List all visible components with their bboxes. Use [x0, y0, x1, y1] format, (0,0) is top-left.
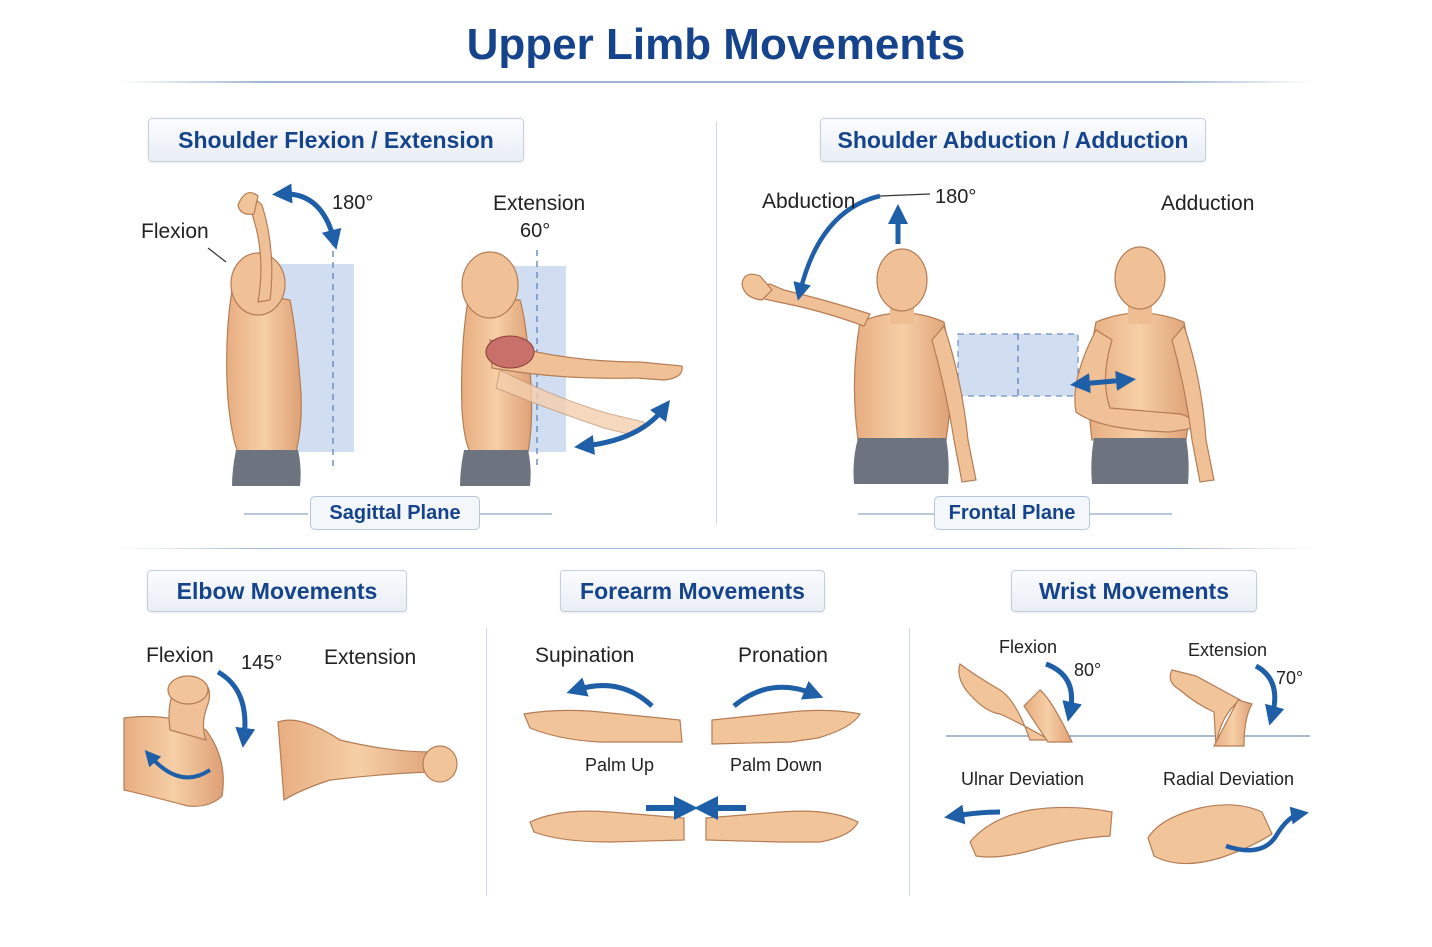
wrist-flexion-degree: 80° [1074, 660, 1102, 680]
wrist-extension-degree: 70° [1276, 668, 1304, 688]
wrist-flexion-arrow [1045, 661, 1082, 722]
pronation-label: Pronation [738, 644, 828, 667]
wrist-extension-hand [1169, 669, 1253, 747]
extension-arrow [574, 400, 671, 455]
supination-arrow [566, 677, 654, 708]
wrist-heading: Wrist Movements [1011, 570, 1257, 612]
forearm-heading: Forearm Movements [560, 570, 825, 612]
shoulder-extension-degree: 60° [520, 220, 551, 242]
supination-hand [523, 709, 683, 743]
palm-left-lower-hand [529, 810, 685, 843]
bottom-divider-left [486, 628, 487, 896]
flexion-leader-line [207, 247, 227, 263]
adduction-figure [1074, 246, 1215, 484]
wrist-extension-label: Extension [1188, 640, 1268, 660]
abduction-figure [741, 248, 1079, 484]
palm-right-lower-hand [705, 810, 859, 843]
palm-down-label: Palm Down [730, 755, 823, 775]
pronation-hand [711, 709, 861, 745]
wrist-flexion-hand [958, 663, 1073, 743]
shoulder-flexion-degree: 180° [332, 192, 374, 214]
shoulder-extension-label: Extension [493, 192, 586, 215]
elbow-curl-arrow [144, 750, 212, 780]
elbow-flexion-degree: 145° [241, 652, 283, 674]
abduction-arrow [793, 193, 881, 301]
supination-label: Supination [535, 644, 635, 667]
abduction-leader-line [879, 193, 931, 197]
radial-deviation-label: Radial Deviation [1163, 769, 1295, 789]
flexion-arrow [272, 183, 342, 250]
elbow-flexion-arrow [216, 669, 256, 748]
wrist-flexion-label: Flexion [999, 637, 1058, 657]
abduction-label: Abduction [762, 190, 856, 213]
shoulder-flexion-heading: Shoulder Flexion / Extension [148, 118, 524, 162]
shoulder-abduction-heading: Shoulder Abduction / Adduction [820, 118, 1206, 162]
page-title: Upper Limb Movements [466, 20, 966, 69]
ulnar-deviation-label: Ulnar Deviation [961, 769, 1085, 789]
elbow-extension-label: Extension [324, 646, 417, 669]
middle-divider [120, 548, 1312, 549]
palm-up-label: Palm Up [585, 755, 655, 775]
bottom-divider-right [909, 628, 910, 896]
wrist-extension-arrow [1254, 663, 1285, 726]
title-divider [120, 81, 1312, 83]
adduction-label: Adduction [1161, 192, 1255, 215]
top-vertical-divider [716, 122, 717, 524]
shoulder-flexion-figure [226, 191, 354, 486]
ulnar-deviation-hand [969, 806, 1113, 858]
ulnar-deviation-arrow [944, 804, 1001, 825]
elbow-heading: Elbow Movements [147, 570, 407, 612]
elbow-extension-arm [277, 719, 458, 802]
shoulder-extension-figure [460, 250, 683, 486]
pronation-arrow [732, 680, 824, 708]
sagittal-plane-label: Sagittal Plane [310, 496, 480, 530]
shoulder-flexion-label: Flexion [141, 220, 209, 243]
elbow-flexion-arm [123, 675, 224, 807]
radial-deviation-arrow [1225, 806, 1309, 853]
radial-deviation-hand [1147, 804, 1273, 865]
abduction-degree: 180° [935, 186, 977, 208]
frontal-plane-label: Frontal Plane [934, 496, 1090, 530]
elbow-flexion-label: Flexion [146, 644, 214, 667]
adduction-arrow [1070, 370, 1136, 394]
